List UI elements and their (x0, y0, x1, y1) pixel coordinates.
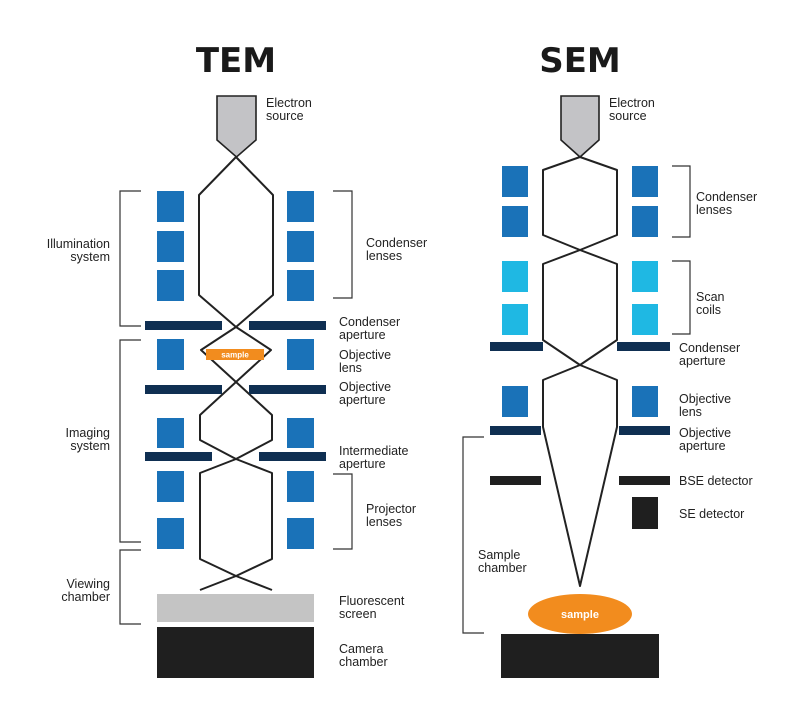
sem-condenser-lens (502, 166, 528, 197)
sem-sample-stage (501, 634, 659, 678)
tem-objective-aperture-right (249, 385, 326, 394)
tem-projector-lenses (157, 471, 314, 549)
sem-condenser-aperture-left (490, 342, 543, 351)
sem-sample-chamber-bracket (462, 436, 484, 634)
sem-bse-detector-label: BSE detector (679, 474, 753, 488)
sem-objective-lens (502, 386, 528, 417)
tem-condenser-lenses (157, 191, 314, 301)
tem-projector-lens (157, 471, 184, 502)
tem-title: TEM (196, 41, 276, 81)
sem-se-detector (632, 497, 658, 529)
tem-condenser-lens (157, 270, 184, 301)
sem-scan-coil (502, 304, 528, 335)
tem-camera-chamber (157, 627, 314, 678)
tem-condenser-lens (287, 231, 314, 262)
tem-intermediate-lens (287, 418, 314, 448)
tem-viewing-bracket (119, 549, 141, 625)
tem-imaging-bracket (119, 339, 141, 543)
tem-projector-bracket (333, 473, 353, 550)
sem-objective-lens (632, 386, 658, 417)
tem-sample (206, 349, 264, 360)
sem-sample (528, 594, 632, 634)
sem-condenser-aperture-right (617, 342, 670, 351)
sem-beam-path (542, 156, 618, 587)
sem-electron-source (560, 95, 600, 159)
sem-title: SEM (539, 41, 621, 81)
tem-objective-lens (157, 339, 184, 370)
tem-fluorescent-screen (157, 594, 314, 622)
tem-condenser-aperture-right (249, 321, 326, 330)
tem-condenser-lens (287, 270, 314, 301)
sem-bse-detector-left (490, 476, 541, 485)
sem-condenser-lens (632, 206, 658, 237)
sem-condenser-lens (502, 206, 528, 237)
tem-condenser-bracket (333, 190, 353, 299)
tem-intermediate-lens (157, 418, 184, 448)
sem-scan-coil (632, 261, 658, 292)
sem-scan-coils (502, 261, 658, 335)
tem-beam-path (198, 156, 274, 591)
tem-illumination-bracket (119, 190, 141, 327)
tem-projector-lens (157, 518, 184, 549)
sem-bse-detector-right (619, 476, 670, 485)
tem-intermediate-aperture-right (259, 452, 326, 461)
tem-sample-label: sample (221, 351, 249, 360)
sem-objective-aperture-right (619, 426, 670, 435)
sem-condenser-bracket (672, 165, 691, 238)
sem-scan-coils-bracket (672, 260, 691, 335)
tem-projector-lens (287, 471, 314, 502)
tem-condenser-lens (287, 191, 314, 222)
tem-condenser-aperture-left (145, 321, 222, 330)
tem-projector-lens (287, 518, 314, 549)
tem-electron-source (216, 95, 257, 159)
sem-condenser-lens (632, 166, 658, 197)
sem-condenser-lenses (502, 166, 658, 237)
tem-condenser-lens (157, 231, 184, 262)
tem-condenser-lens (157, 191, 184, 222)
sem-scan-coil (632, 304, 658, 335)
tem-intermediate-aperture-left (145, 452, 212, 461)
sem-sample-label: sample (561, 609, 599, 621)
tem-objective-lens (287, 339, 314, 370)
sem-objective-aperture-left (490, 426, 541, 435)
sem-se-detector-label: SE detector (679, 507, 744, 521)
sem-scan-coil (502, 261, 528, 292)
tem-objective-aperture-left (145, 385, 222, 394)
